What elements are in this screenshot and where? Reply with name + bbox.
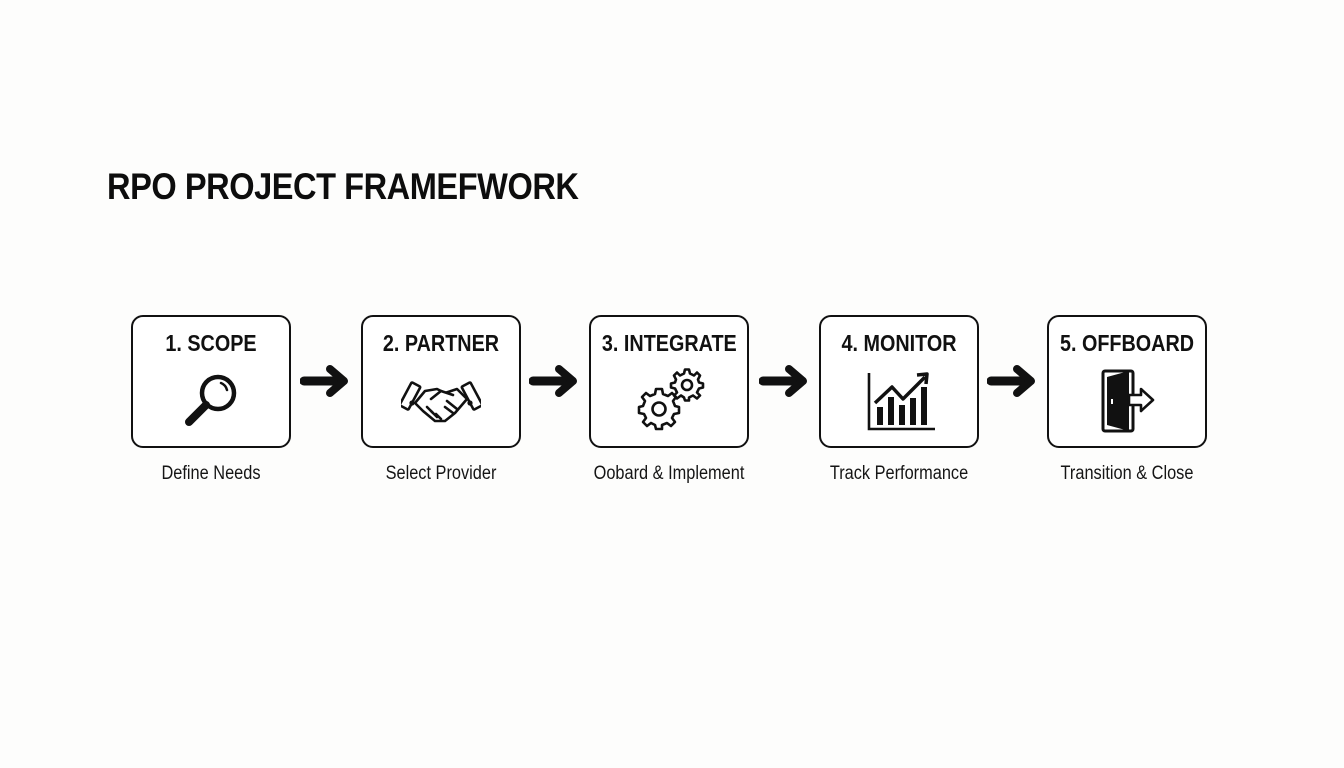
magnifying-glass-icon — [171, 365, 251, 435]
step-caption: Track Performance — [829, 463, 969, 484]
step-label: 4. MONITOR — [841, 330, 957, 356]
step-label: 3. INTEGRATE — [601, 330, 737, 356]
step-scope: 1. SCOPE — [131, 315, 291, 448]
arrow-right-icon — [759, 364, 811, 398]
step-monitor: 4. MONITOR — [819, 315, 979, 448]
arrow-right-icon — [987, 364, 1039, 398]
step-caption: Define Needs — [161, 463, 261, 484]
arrow-right-icon — [529, 364, 581, 398]
step-offboard: 5. OFFBOARD — [1047, 315, 1207, 448]
step-integrate: 3. INTEGRATE — [589, 315, 749, 448]
handshake-icon — [401, 365, 481, 435]
gears-icon — [629, 365, 709, 435]
exit-door-icon — [1087, 365, 1167, 435]
step-caption: Transition & Close — [1060, 463, 1194, 484]
step-label: 5. OFFBOARD — [1059, 330, 1195, 356]
step-partner: 2. PARTNER — [361, 315, 521, 448]
step-label: 2. PARTNER — [382, 330, 500, 356]
step-label: 1. SCOPE — [165, 330, 257, 356]
arrow-right-icon — [300, 364, 352, 398]
step-caption: Select Provider — [385, 463, 497, 484]
step-caption: Oobard & Implement — [593, 463, 745, 484]
growth-chart-icon — [859, 365, 939, 435]
diagram-title: RPO PROJECT FRAMEFWORK — [107, 166, 579, 207]
